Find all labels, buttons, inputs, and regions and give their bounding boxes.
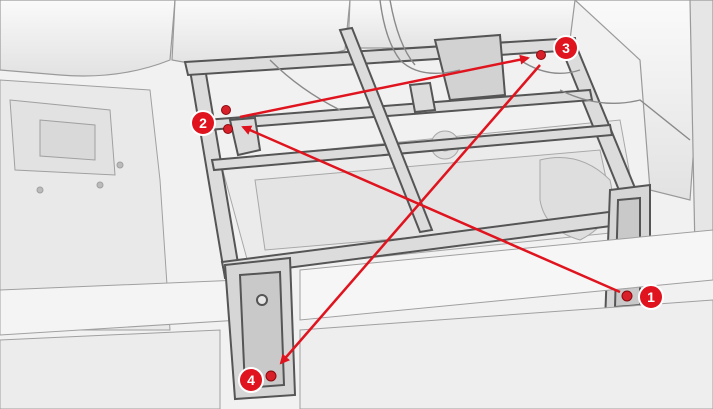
sequence-arrow-3-to-4 — [279, 64, 541, 365]
wiring-harness — [269, 0, 691, 141]
svg-text:4: 4 — [247, 372, 255, 388]
fasteners — [221, 50, 633, 382]
step-badge-4: 4 — [238, 367, 264, 393]
bolt-icon — [621, 290, 633, 302]
bolt-icon — [221, 105, 231, 115]
svg-text:3: 3 — [562, 40, 570, 56]
svg-text:1: 1 — [647, 289, 655, 305]
step-badge-3: 3 — [553, 35, 579, 61]
sequence-arrow-1-to-2 — [241, 125, 621, 294]
left-panel-area — [0, 79, 241, 409]
seat-cushions — [0, 0, 713, 261]
left-front-leg-bracket — [223, 256, 297, 401]
sequence-arrow-2-to-3 — [239, 54, 530, 119]
front-trim — [299, 229, 713, 409]
step-badge-2: 2 — [190, 110, 216, 136]
seat-frame — [183, 26, 644, 280]
step-badge-1: 1 — [638, 284, 664, 310]
svg-text:2: 2 — [199, 115, 207, 131]
sequence-arrows — [239, 54, 621, 365]
bolt-icon — [536, 50, 546, 60]
bolt-icon — [223, 124, 233, 134]
bolt-icon — [265, 370, 277, 382]
